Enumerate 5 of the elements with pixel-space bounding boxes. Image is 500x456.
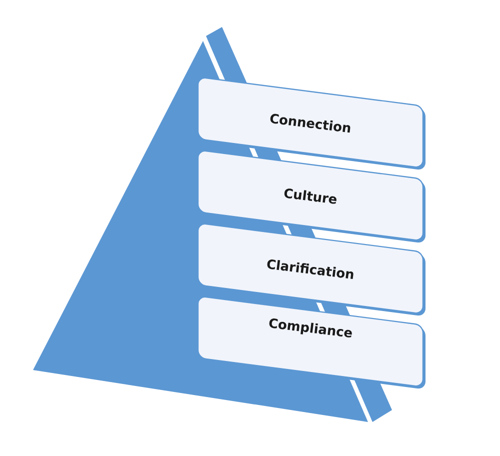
layer-box: Connection [197,77,426,170]
layer-box: Compliance [197,296,426,389]
layer-box: Culture [197,150,426,243]
layer-box: Clarification [197,223,426,316]
node-label: Compliance [269,318,352,338]
